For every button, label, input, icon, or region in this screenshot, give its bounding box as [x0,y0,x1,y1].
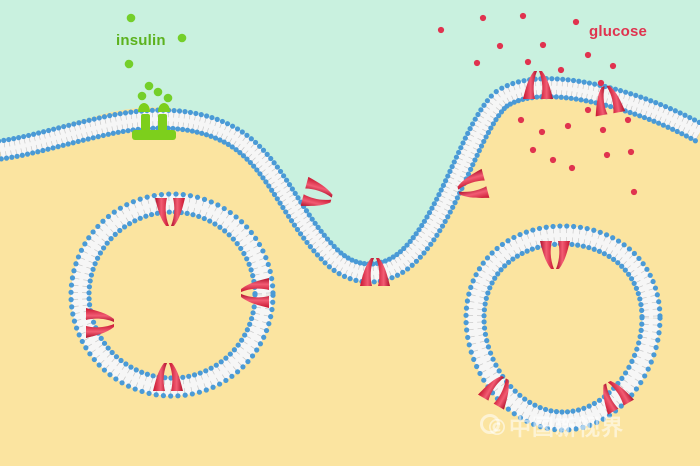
glucose-molecule [496,42,504,50]
glucose-molecule [627,148,635,156]
glucose-molecule [538,128,546,136]
glucose-molecule [524,58,532,66]
glucose-molecule [564,122,572,130]
insulin-molecule [126,13,136,23]
insulin-receptor-icon [132,103,176,140]
glucose-molecule [597,79,605,87]
glucose-molecule [549,156,557,164]
glucose-molecule [584,51,592,59]
glucose-molecule [624,116,632,124]
glucose-molecule [568,164,576,172]
glucose-molecule [437,26,445,34]
insulin-label: insulin [116,32,166,49]
glucose-label: glucose [589,23,648,40]
glucose-molecule [557,66,565,74]
glucose-molecule [517,116,525,124]
watermark-logo-icon [480,414,500,434]
glucose-molecule [519,12,527,20]
glucose-molecule [609,62,617,70]
insulin-molecules [124,13,187,103]
glucose-molecule [584,106,592,114]
glucose-molecules [437,12,638,196]
glucose-molecule [572,18,580,26]
glucose-molecule [529,146,537,154]
glucose-molecule [630,188,638,196]
insulin-molecule [177,33,187,43]
insulin-molecule [124,59,134,69]
glucose-molecule [473,59,481,67]
glucose-molecule [599,126,607,134]
insulin-molecule [144,81,154,91]
glucose-molecule [603,151,611,159]
glucose-molecule [539,41,547,49]
extracellular-space [0,0,700,266]
watermark: ©中国新视界 [486,416,625,441]
insulin-molecule [137,91,147,101]
glucose-molecule [479,14,487,22]
insulin-molecule [153,87,163,97]
insulin-molecule [163,93,173,103]
